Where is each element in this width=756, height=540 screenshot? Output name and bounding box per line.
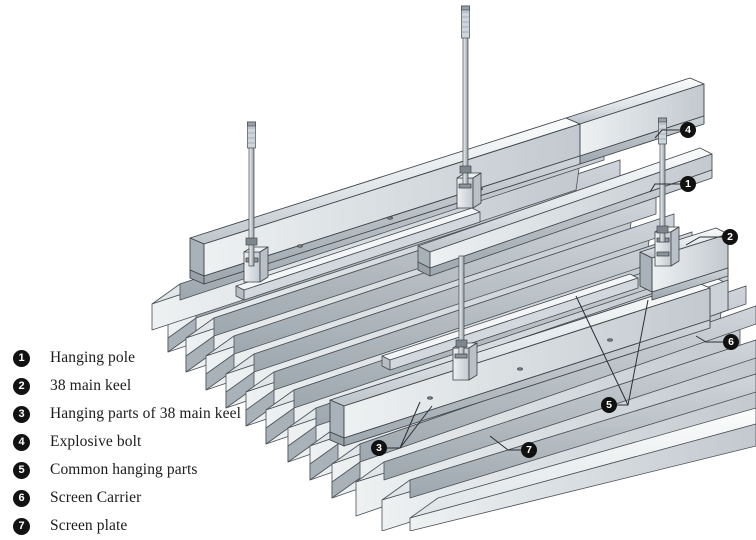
main-keel [565,77,705,165]
legend: 1 Hanging pole 2 38 main keel 3 Hanging … [0,344,300,540]
legend-badge: 1 [13,349,30,367]
legend-label: Screen Carrier [50,489,142,506]
legend-label: Hanging pole [50,349,136,366]
hanging-pole [459,5,472,185]
legend-label: Hanging parts of 38 main keel [50,405,242,422]
hanging-pole [455,255,468,355]
hanging-part [456,172,482,209]
leader-line-5b [575,295,629,406]
hanging-pole [245,121,258,267]
main-keel [329,281,711,447]
leader-line-4 [654,129,680,139]
legend-badge: 5 [13,461,30,479]
hanging-part [243,246,269,283]
hanging-pole [656,117,669,243]
top-rail [381,273,639,371]
legend-label: Screen plate [50,517,128,534]
callout-badge-5: 5 [601,397,617,413]
legend-item: 7 Screen plate [0,512,300,540]
legend-badge: 6 [13,489,30,507]
top-rail-group [235,207,639,371]
explosive-bolt [658,117,667,145]
legend-item: 1 Hanging pole [0,344,300,372]
legend-item: 3 Hanging parts of 38 main keel [0,400,300,428]
screen-plate [409,407,756,531]
leader-line-group [379,129,723,451]
legend-label: 38 main keel [50,377,132,394]
main-keel-group [189,77,729,447]
callout-badge-4: 4 [680,122,696,138]
legend-item: 6 Screen Carrier [0,484,300,512]
leader-line-6 [695,335,723,343]
hanging-pole-group [245,5,669,355]
leader-line-1 [649,183,680,193]
legend-item: 4 Explosive bolt [0,428,300,456]
callout-badge-3: 3 [371,440,387,456]
legend-badge: 3 [13,405,30,423]
legend-label: Explosive bolt [50,433,142,450]
main-keel [189,117,581,285]
legend-item: 2 38 main keel [0,372,300,400]
callout-badge-2: 2 [722,229,738,245]
callout-badge-1: 1 [680,176,696,192]
legend-badge: 2 [13,377,30,395]
top-rail [235,207,481,301]
legend-badge: 4 [13,433,30,451]
leader-line-2 [685,236,722,246]
screen-carrier [417,147,713,277]
leader-line-3b [399,401,421,449]
explosive-bolt [247,121,256,149]
legend-label: Common hanging parts [50,461,198,478]
callout-badge-7: 7 [521,442,537,458]
hanging-part [452,342,478,381]
legend-badge: 7 [13,517,30,535]
callout-badge-6: 6 [723,334,739,350]
legend-item: 5 Common hanging parts [0,456,300,484]
explosive-bolt [461,5,470,39]
